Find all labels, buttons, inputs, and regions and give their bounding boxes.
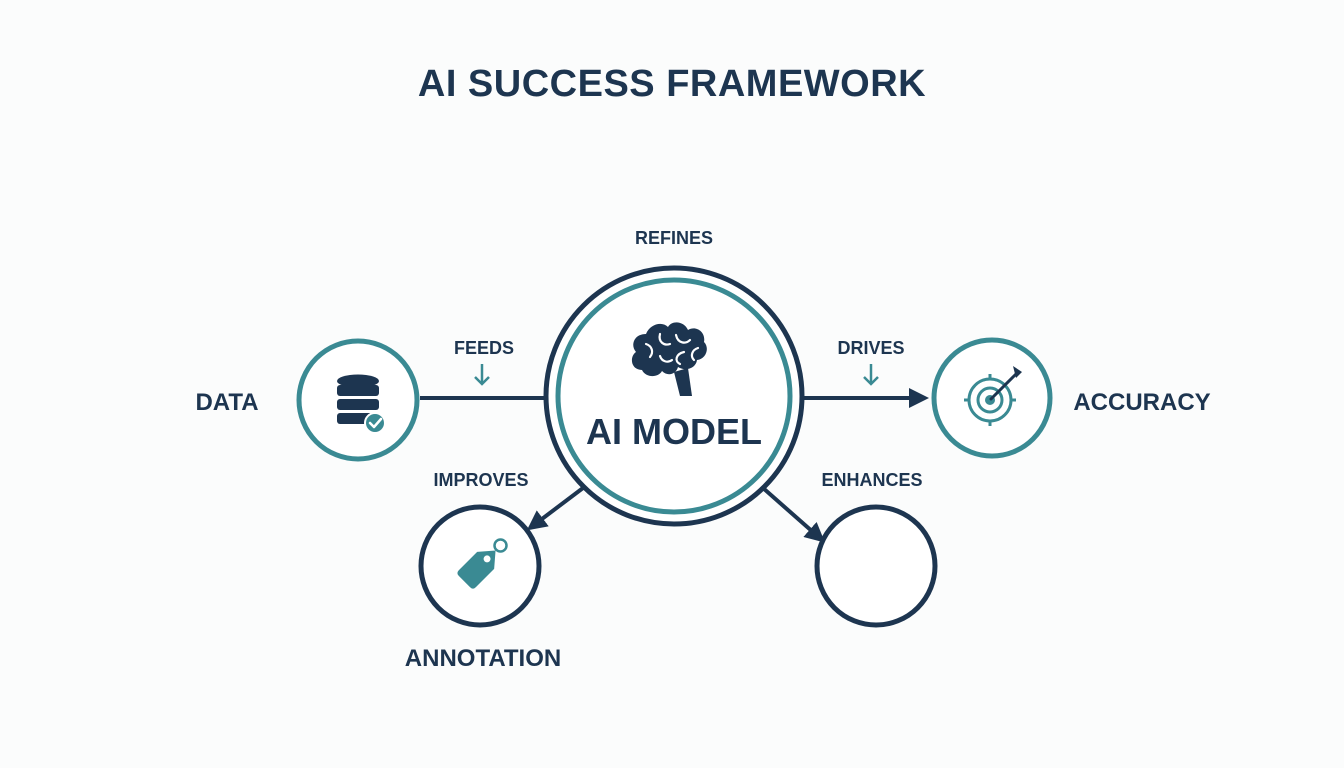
node-annotation xyxy=(418,504,542,628)
node-accuracy xyxy=(931,337,1053,459)
edge-label-feeds: FEEDS xyxy=(454,338,514,358)
node-label-ai-model: AI MODEL xyxy=(586,411,762,452)
feeds-down-arrow-icon xyxy=(474,364,490,386)
tag-icon xyxy=(457,538,508,589)
edge-label-drives: DRIVES xyxy=(837,338,904,358)
enhances-connector xyxy=(761,486,826,543)
drives-down-arrow-icon xyxy=(863,364,879,386)
node-label-data: DATA xyxy=(195,389,258,416)
diagram-title: AI SUCCESS FRAMEWORK xyxy=(418,63,926,105)
node-data xyxy=(296,338,420,462)
brain-icon xyxy=(631,322,707,396)
edge-label-enhances: ENHANCES xyxy=(821,470,922,490)
edge-label-refines: REFINES xyxy=(635,228,713,248)
node-ai-model: AI MODEL xyxy=(543,265,805,527)
node-empty xyxy=(814,504,938,628)
node-label-accuracy: ACCURACY xyxy=(1073,389,1210,416)
database-check-icon xyxy=(337,374,386,434)
node-label-annotation: ANNOTATION xyxy=(405,645,561,672)
target-icon xyxy=(964,366,1022,426)
improves-connector xyxy=(526,486,585,531)
edge-label-improves: IMPROVES xyxy=(433,470,528,490)
